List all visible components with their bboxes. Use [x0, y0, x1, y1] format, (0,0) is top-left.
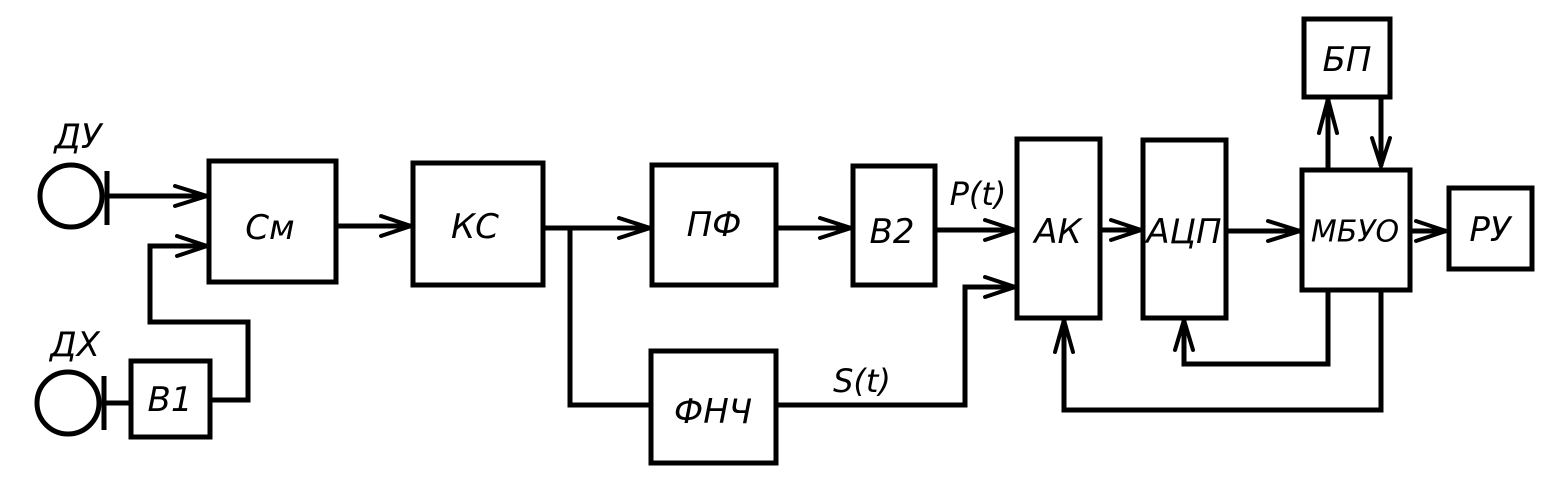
block-ak-frame [1014, 136, 1103, 321]
wire-ks-fnch [567, 228, 651, 408]
block-v2: В2 [850, 163, 938, 288]
block-mbuo-label: МБУО [1311, 215, 1399, 250]
block-ru: РУ [1446, 185, 1535, 272]
wire-b1-sm [147, 243, 251, 403]
sensor-dx: ДХ [34, 325, 107, 437]
block-v2-label: В2 [870, 212, 915, 252]
wire-mbuo-ak [1061, 290, 1384, 413]
block-v2-frame [850, 163, 938, 288]
block-pf-label: ПФ [687, 205, 742, 245]
block-bp-frame [1301, 16, 1393, 100]
block-b1-label: В1 [148, 380, 193, 420]
wire-mbuo-acp [1181, 290, 1331, 367]
block-pf-frame [649, 162, 779, 288]
block-fnch: ФНЧ [648, 348, 779, 466]
sensor-du-circle [37, 162, 105, 230]
block-ks-label: КС [451, 207, 499, 247]
block-ak: АК [1014, 136, 1103, 321]
block-bp: БП [1301, 16, 1393, 100]
block-ru-label: РУ [1469, 210, 1513, 250]
block-mbuo: МБУО [1299, 167, 1413, 293]
block-acp-label: АЦП [1144, 212, 1221, 252]
block-ks: КС [410, 160, 546, 288]
block-sm-label: См [245, 208, 294, 248]
signal-p-label: P(t) [950, 175, 1007, 213]
sensor-dx-label: ДХ [48, 325, 101, 365]
block-bp-label: БП [1323, 40, 1372, 80]
block-acp: АЦП [1140, 137, 1229, 321]
block-sm-frame [206, 158, 339, 285]
signal-s-label: S(t) [833, 362, 891, 400]
wire-fnch-ak [776, 284, 1015, 408]
sensor-du: ДУ [37, 117, 110, 230]
block-acp-frame [1140, 137, 1229, 321]
sensor-du-label: ДУ [52, 117, 104, 157]
block-ks-frame [410, 160, 546, 288]
arrow-bp-mbuo [1370, 136, 1392, 173]
block-ru-frame [1446, 185, 1535, 272]
block-fnch-frame [648, 348, 779, 466]
block-ak-label: АК [1032, 212, 1083, 252]
block-sm: См [206, 158, 339, 285]
block-mbuo-frame [1299, 167, 1413, 293]
block-pf: ПФ [649, 162, 779, 288]
block-b1-frame [128, 358, 213, 440]
block-b1: В1 [128, 358, 213, 440]
block-fnch-label: ФНЧ [674, 392, 752, 432]
sensor-dx-circle [34, 369, 102, 437]
arrow-mbuo-ru [1414, 219, 1453, 243]
